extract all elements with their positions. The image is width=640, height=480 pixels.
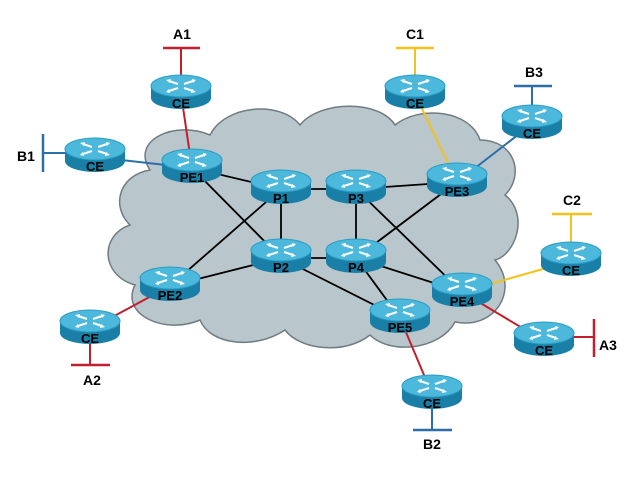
router-label: CE [172,96,190,111]
router-ce_a2: CE [59,309,121,346]
router-pe4: PE4 [431,272,493,309]
router-label: P4 [348,260,365,275]
router-label: CE [86,159,104,174]
site-label-a1: A1 [173,26,191,42]
site-label-b3: B3 [525,64,543,80]
router-label: P2 [273,260,289,275]
router-label: PE1 [180,170,205,185]
site-label-c2: C2 [563,192,581,208]
provider-cloud [107,105,519,349]
router-label: CE [523,126,541,141]
site-label-c1: C1 [406,26,424,42]
router-label: PE4 [450,294,475,309]
site-label-b1: B1 [17,148,35,164]
site-label-a3: A3 [599,337,617,353]
router-label: P1 [273,191,289,206]
router-ce_b3: CE [501,104,563,141]
router-p1: P1 [250,169,312,206]
router-p2: P2 [250,238,312,275]
router-ce_c2: CE [540,241,602,278]
router-label: PE3 [445,184,470,199]
router-label: CE [406,96,424,111]
router-ce_a1: CE [150,74,212,111]
router-label: CE [81,331,99,346]
router-pe2: PE2 [139,266,201,303]
router-label: P3 [348,191,364,206]
site-label-b2: B2 [423,436,441,452]
router-label: CE [535,343,553,358]
router-label: CE [562,263,580,278]
router-label: PE2 [158,288,183,303]
router-pe5: PE5 [369,298,431,335]
site-labels: A1 B1 A2 C1 B3 C2 A3 B2 [17,26,617,452]
router-pe3: PE3 [426,162,488,199]
router-ce_b1: CE [64,137,126,174]
router-ce_c1: CE [384,74,446,111]
router-ce_a3: CE [513,321,575,358]
site-label-a2: A2 [83,372,101,388]
router-ce_b2: CE [401,374,463,411]
router-pe1: PE1 [161,148,223,185]
router-p4: P4 [325,238,387,275]
router-label: CE [423,396,441,411]
router-label: PE5 [388,320,413,335]
router-p3: P3 [325,169,387,206]
